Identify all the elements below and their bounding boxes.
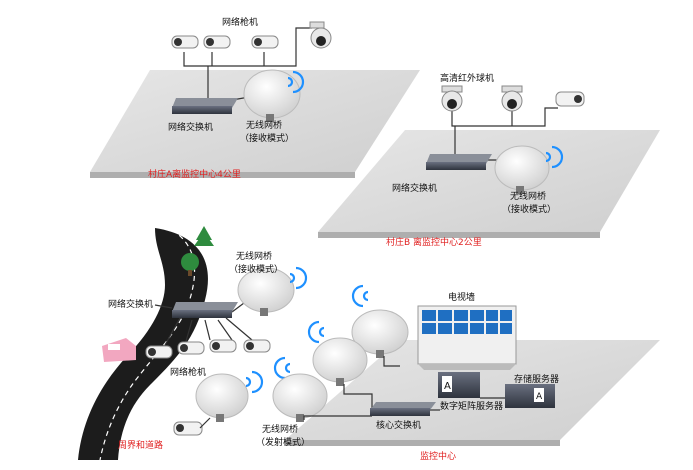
tx-signal-icon-1 xyxy=(307,320,325,344)
site-a-dome-camera xyxy=(309,21,332,49)
road-title: 周界和道路 xyxy=(118,439,163,451)
site-b-bridge-label-2: （接收模式） xyxy=(502,203,556,215)
road-switch xyxy=(172,302,238,318)
site-a-bullet-camera-3 xyxy=(251,35,279,49)
tree-icon-1 xyxy=(194,226,214,246)
site-b-platform xyxy=(318,130,660,238)
tx-signal-icon-3 xyxy=(273,356,291,380)
site-b-switch xyxy=(426,154,492,170)
site-a-wiring xyxy=(183,27,312,101)
site-a-cameras-label: 网络枪机 xyxy=(222,16,258,28)
road-bridge-label-2: （接收模式） xyxy=(229,263,283,275)
tree-icon-2 xyxy=(181,253,199,276)
road-wireless-bridge-2 xyxy=(195,373,249,422)
car-icon xyxy=(102,338,136,362)
site-a-bullet-camera-1 xyxy=(171,35,199,49)
storage-server-label: 存储服务器 xyxy=(514,373,559,385)
site-a-wireless-bridge xyxy=(243,69,301,122)
tx-bridge-label-2: （发射模式） xyxy=(256,436,310,448)
site-a-bridge-label-2: （接收模式） xyxy=(240,132,294,144)
road-wiring xyxy=(154,299,253,346)
core-switch xyxy=(370,402,436,416)
video-wall-label: 电视墙 xyxy=(448,291,475,303)
road-switch-label: 网络交换机 xyxy=(108,298,153,310)
center-wiring xyxy=(303,356,505,420)
site-a-platform xyxy=(90,70,420,178)
site-a-switch xyxy=(172,98,238,114)
svg-text:A: A xyxy=(536,392,543,402)
site-b-dome-camera-1 xyxy=(441,85,463,112)
tx-signal-icon-2 xyxy=(351,284,369,308)
road-signal-icon xyxy=(289,266,308,290)
tx-wireless-bridge-3 xyxy=(272,373,328,422)
site-b-bridge-label-1: 无线网桥 xyxy=(510,190,546,202)
road-bridge-label-1: 无线网桥 xyxy=(236,250,272,262)
site-b-signal-icon xyxy=(545,145,564,169)
road-bullet-camera-4 xyxy=(243,339,271,353)
road-bullet-camera-5 xyxy=(173,417,211,436)
tx-bridge-label-1: 无线网桥 xyxy=(262,423,298,435)
site-a-title: 村庄A离监控中心4公里 xyxy=(148,168,241,180)
site-a-bridge-label-1: 无线网桥 xyxy=(246,119,282,131)
site-a-bullet-camera-2 xyxy=(203,35,231,49)
tx-wireless-bridge-2 xyxy=(312,337,368,386)
matrix-server-label: 数字矩阵服务器 xyxy=(440,400,503,412)
site-b-title: 村庄B 离监控中心2公里 xyxy=(386,236,482,248)
svg-text:A: A xyxy=(444,381,451,392)
road-bullet-camera-1 xyxy=(145,345,173,359)
matrix-server: A xyxy=(438,372,480,398)
road-cameras-label: 网络枪机 xyxy=(170,366,206,378)
site-b-switch-label: 网络交换机 xyxy=(392,182,437,194)
road-bullet-camera-2 xyxy=(177,341,205,355)
site-b-dome-camera-2 xyxy=(501,85,523,112)
site-a-signal-icon xyxy=(287,70,305,94)
site-b-cameras-label: 高清红外球机 xyxy=(440,72,494,84)
site-b-bullet-camera xyxy=(555,91,585,107)
storage-server: A xyxy=(505,384,555,408)
core-switch-label: 核心交换机 xyxy=(376,419,421,431)
road-signal-icon-2 xyxy=(245,370,264,394)
video-wall xyxy=(417,305,517,370)
center-title: 监控中心 xyxy=(420,450,456,462)
tx-wireless-bridge-1 xyxy=(351,309,409,358)
site-a-switch-label: 网络交换机 xyxy=(168,121,213,133)
site-b-wireless-bridge xyxy=(494,145,550,194)
road-wireless-bridge xyxy=(237,267,295,316)
road-bullet-camera-3 xyxy=(209,339,237,353)
